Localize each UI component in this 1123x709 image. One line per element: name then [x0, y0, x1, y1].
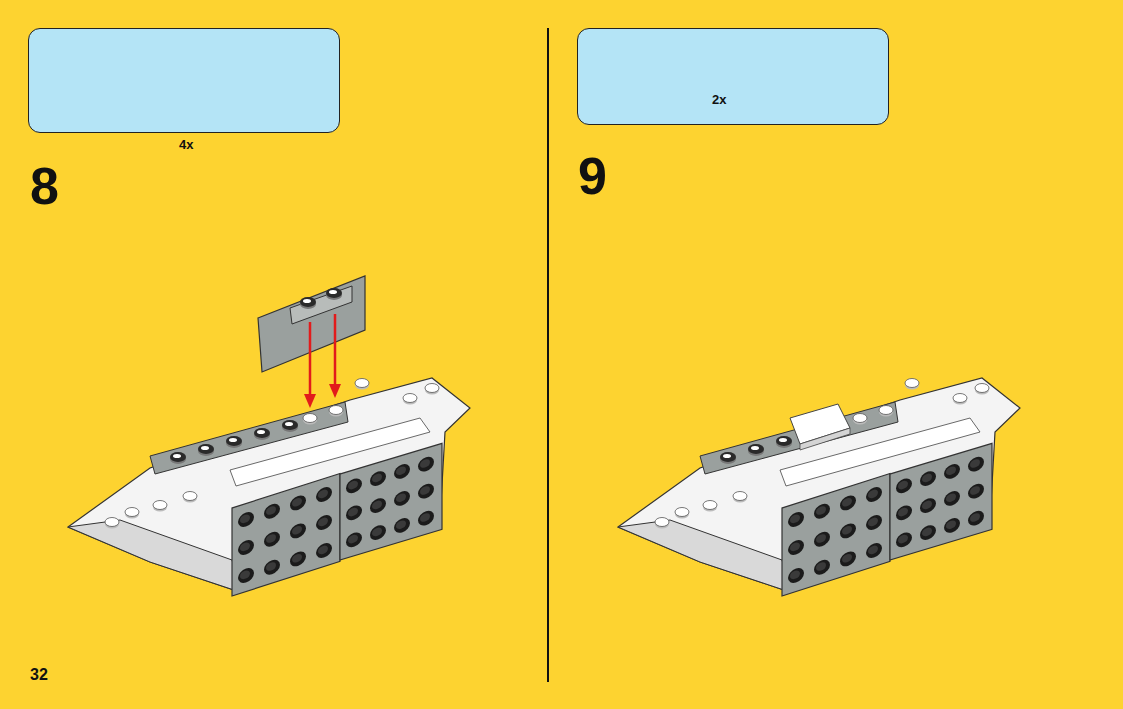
- parts-callout: 2x: [577, 28, 889, 125]
- step-number: 9: [578, 150, 607, 202]
- parts-callout: 4x: [28, 28, 340, 133]
- part-quantity: 4x: [179, 137, 193, 152]
- page-number: 32: [30, 667, 48, 683]
- step-number: 8: [30, 160, 59, 212]
- part-quantity: 2x: [712, 92, 726, 107]
